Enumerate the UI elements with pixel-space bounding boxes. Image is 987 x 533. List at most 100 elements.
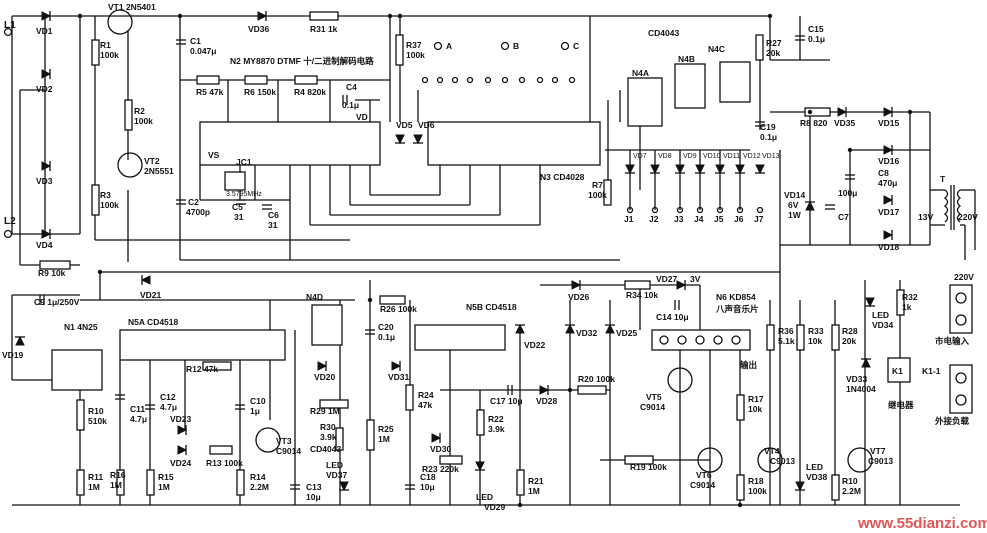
label-r36: R36 bbox=[778, 326, 794, 336]
label-c13: C13 bbox=[306, 482, 322, 492]
label-vd26: VD26 bbox=[568, 292, 590, 302]
ic-n6 bbox=[651, 329, 751, 351]
label-r2-value: 100k bbox=[134, 116, 153, 126]
label-r22: R22 bbox=[488, 414, 504, 424]
label-external-load: 外接负载 bbox=[934, 416, 970, 426]
label-vd36: VD36 bbox=[248, 24, 270, 34]
label-vd17: VD17 bbox=[878, 207, 900, 217]
label-vd27: VD27 bbox=[656, 274, 678, 284]
label-n6-desc: 八声音乐片 bbox=[715, 304, 759, 314]
label-r31: R31 1k bbox=[310, 24, 338, 34]
label-n6: N6 KD854 bbox=[716, 292, 756, 302]
label-vd33: VD33 bbox=[846, 374, 868, 384]
label-k1: K1 bbox=[892, 366, 903, 376]
label-r10-b: R10 bbox=[842, 476, 858, 486]
label-vt4-type: C9013 bbox=[770, 456, 795, 466]
label-r8: R8 820 bbox=[800, 118, 828, 128]
label-c4-value: 0.1μ bbox=[342, 100, 359, 110]
label-r17-value: 10k bbox=[748, 404, 762, 414]
label-c15: C15 bbox=[808, 24, 824, 34]
resistors bbox=[39, 11, 905, 501]
label-t: T bbox=[940, 174, 946, 184]
label-c7: C7 bbox=[838, 212, 849, 222]
junction-dots bbox=[42, 13, 913, 508]
label-j3: J3 bbox=[674, 214, 684, 224]
label-r32: R32 bbox=[902, 292, 918, 302]
label-vd28: VD28 bbox=[536, 396, 558, 406]
label-r13: R13 100k bbox=[206, 458, 243, 468]
optocoupler-n1 bbox=[51, 349, 103, 391]
label-r37-value: 100k bbox=[406, 50, 425, 60]
label-c18: C18 bbox=[420, 472, 436, 482]
label-r21: R21 bbox=[528, 476, 544, 486]
label-c2: C2 bbox=[188, 197, 199, 207]
label-vt2-type: 2N5551 bbox=[144, 166, 174, 176]
label-n4c: N4C bbox=[708, 44, 725, 54]
label-r10-b-value: 2.2M bbox=[842, 486, 861, 496]
label-led-38: LED bbox=[806, 462, 823, 472]
label-j5: J5 bbox=[714, 214, 724, 224]
label-vd12: VD12 bbox=[743, 153, 761, 160]
label-l1: L1 bbox=[4, 20, 16, 31]
label-r33: R33 bbox=[808, 326, 824, 336]
label-r19: R19 100k bbox=[630, 462, 667, 472]
label-vd13: VD13 bbox=[762, 153, 780, 160]
label-vd16: VD16 bbox=[878, 156, 900, 166]
relay-k1 bbox=[887, 357, 911, 383]
label-vt1: VT1 2N5401 bbox=[108, 2, 156, 12]
label-n4b: N4B bbox=[678, 54, 695, 64]
label-cd4043: CD4043 bbox=[648, 28, 679, 38]
label-led-37: LED bbox=[326, 460, 343, 470]
label-c12: C12 bbox=[160, 392, 176, 402]
label-vd20: VD20 bbox=[314, 372, 336, 382]
label-vd38: VD38 bbox=[806, 472, 828, 482]
label-r3: R3 bbox=[100, 190, 111, 200]
label-vt7-type: C9013 bbox=[868, 456, 893, 466]
label-j6: J6 bbox=[734, 214, 744, 224]
label-r2: R2 bbox=[134, 106, 145, 116]
ic-n3 bbox=[427, 121, 601, 166]
label-vd34: VD34 bbox=[872, 320, 894, 330]
label-c1: C1 bbox=[190, 36, 201, 46]
label-r1: R1 bbox=[100, 40, 111, 50]
label-r14: R14 bbox=[250, 472, 266, 482]
label-c4: C4 bbox=[346, 82, 357, 92]
socket-mains-in bbox=[949, 284, 973, 334]
label-r37: R37 bbox=[406, 40, 422, 50]
label-r24: R24 bbox=[418, 390, 434, 400]
label-vd7: VD7 bbox=[633, 153, 647, 160]
label-r3-value: 100k bbox=[100, 200, 119, 210]
label-n5a: N5A CD4518 bbox=[128, 317, 179, 327]
label-c19-value: 0.1μ bbox=[760, 132, 777, 142]
label-r16: R16 bbox=[110, 470, 126, 480]
label-jc1: JC1 bbox=[236, 157, 252, 167]
label-r20: R20 100k bbox=[578, 374, 615, 384]
label-n4d: N4D bbox=[306, 292, 323, 302]
label-vt5-type: C9014 bbox=[640, 402, 665, 412]
label-j7: J7 bbox=[754, 214, 764, 224]
label-c5: C5 bbox=[232, 202, 243, 212]
label-r18-value: 100k bbox=[748, 486, 767, 496]
label-r6: R6 150k bbox=[244, 87, 276, 97]
label-l2: L2 bbox=[4, 216, 16, 227]
label-j4: J4 bbox=[694, 214, 704, 224]
label-vd1: VD1 bbox=[36, 26, 53, 36]
label-c17: C17 10μ bbox=[490, 396, 523, 406]
label-r10: R10 bbox=[88, 406, 104, 416]
label-r17: R17 bbox=[748, 394, 764, 404]
label-r30-value: 3.9k bbox=[320, 432, 337, 442]
label-vd4: VD4 bbox=[36, 240, 53, 250]
label-c11-value: 4.7μ bbox=[130, 414, 147, 424]
label-r36-value: 5.1k bbox=[778, 336, 795, 346]
label-vs: VS bbox=[208, 150, 220, 160]
label-vd9: VD9 bbox=[683, 153, 697, 160]
label-r9: R9 10k bbox=[38, 268, 66, 278]
watermark: www.55dianzi.com bbox=[857, 515, 987, 532]
label-r1-value: 100k bbox=[100, 50, 119, 60]
label-c20: C20 bbox=[378, 322, 394, 332]
label-vd33-type: 1N4004 bbox=[846, 384, 876, 394]
label-vd37: VD37 bbox=[326, 470, 348, 480]
label-r15-value: 1M bbox=[158, 482, 170, 492]
label-r16-value: 1M bbox=[110, 480, 122, 490]
label-vd23: VD23 bbox=[170, 414, 192, 424]
